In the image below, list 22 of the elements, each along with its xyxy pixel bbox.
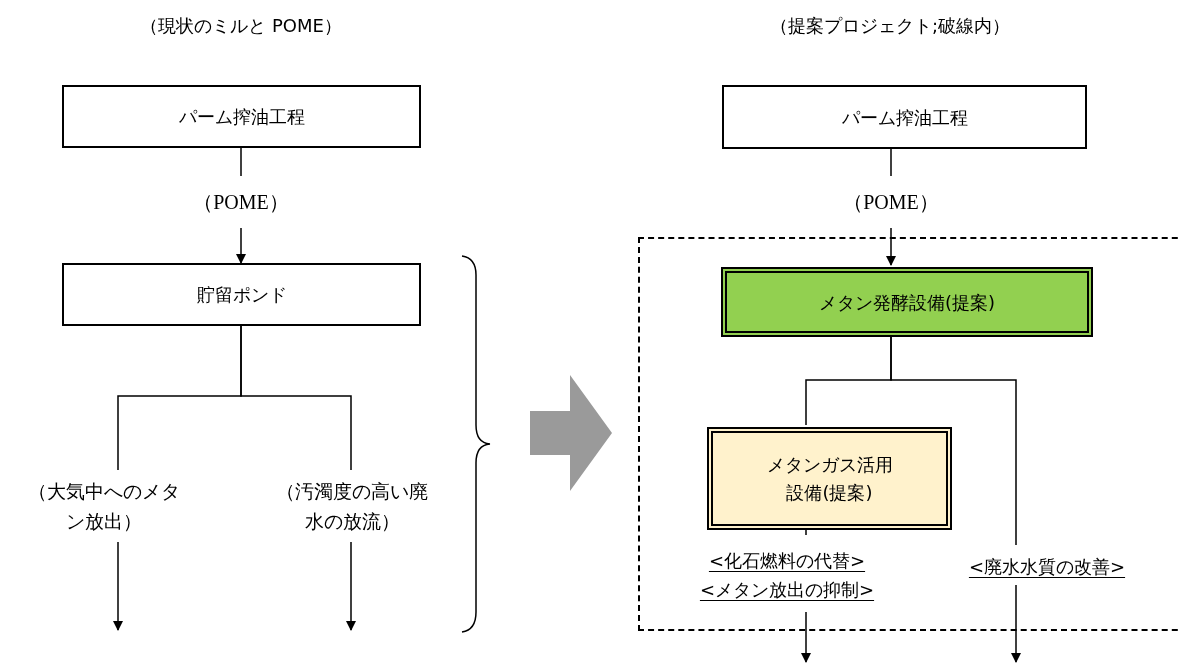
flow-label: （POME） (840, 176, 942, 228)
outcome-text: <廃水水質の改善> (927, 547, 1167, 587)
arrow (346, 541, 356, 631)
arrow (801, 611, 811, 663)
arrow (886, 227, 896, 266)
process-box: メタン発酵設備(提案) (721, 267, 1093, 337)
outcome-text: （汚濁度の高い廃水の放流） (268, 470, 436, 542)
connector-line (240, 147, 242, 177)
section-heading: （提案プロジェクト;破線内） (768, 14, 1012, 38)
flow-label: （POME） (190, 176, 292, 228)
connector-line (890, 148, 892, 177)
arrow (236, 227, 246, 264)
arrow (1011, 584, 1021, 663)
outcome-text: （大気中へのメタン放出） (20, 470, 188, 542)
process-box: パーム搾油工程 (62, 85, 421, 148)
outcome-text: <化石燃料の代替> <メタン放出の抑制> (662, 537, 912, 614)
arrow (113, 541, 123, 631)
section-heading: （現状のミルと POME） (139, 14, 343, 38)
connector-line (240, 325, 352, 471)
process-box: メタンガス活用設備(提案) (707, 427, 952, 530)
process-box: パーム搾油工程 (722, 85, 1087, 149)
process-box: 貯留ポンド (62, 263, 421, 326)
